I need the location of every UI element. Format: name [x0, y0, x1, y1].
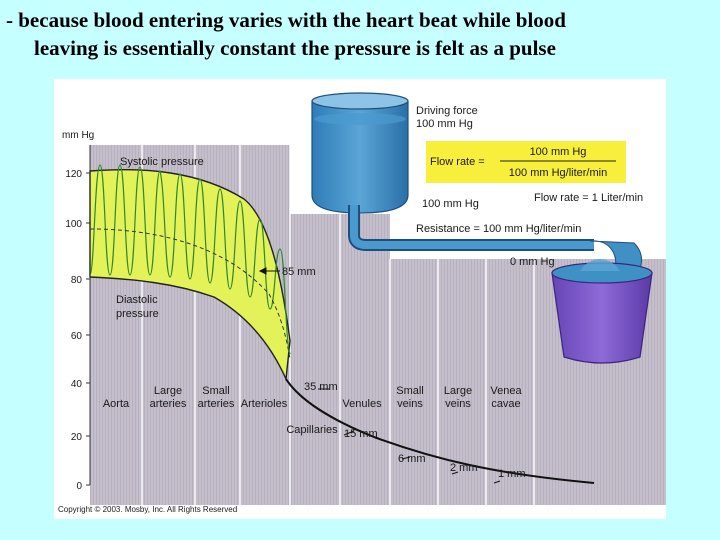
y-tick-labels: 120 100 80 60 40 20 0: [65, 169, 82, 492]
water-tank: [311, 92, 409, 214]
y-tick-label: 60: [71, 331, 83, 342]
pressure-curve: [285, 378, 595, 484]
formula-box: [426, 141, 626, 183]
label-small-arteries-2: arteries: [198, 398, 235, 410]
title-line-1: - because blood entering varies with the…: [6, 8, 566, 32]
y-tick-label: 80: [71, 275, 83, 286]
label-large-veins-1: Large: [444, 385, 472, 397]
vessel-labels: Aorta Large arteries Small arteries Arte…: [103, 385, 523, 436]
label-venae-cavae-1: Venea: [490, 385, 522, 397]
pressure-100-label: 100 mm Hg: [422, 198, 479, 210]
title-line-2: leaving is essentially constant the pres…: [34, 36, 556, 60]
outflow-pipe: [348, 205, 594, 251]
label-venae-cavae-2: cavae: [491, 398, 520, 410]
pressure-0-label: 0 mm Hg: [510, 256, 555, 268]
y-tick-label: 120: [65, 169, 82, 180]
y-ticks: [86, 172, 90, 486]
pulse-pressure-band: [89, 169, 291, 382]
value-2mm: 2 mm: [450, 462, 478, 474]
label-small-veins-1: Small: [396, 385, 424, 397]
y-unit-label: mm Hg: [62, 130, 94, 141]
systolic-pressure-label: Systolic pressure: [120, 156, 204, 168]
value-pointers: [258, 267, 501, 484]
label-large-arteries-1: Large: [154, 385, 182, 397]
blood-pressure-figure: mm Hg 120 100 80 60 40 20 0 Systoli: [54, 79, 666, 519]
figure-svg: mm Hg 120 100 80 60 40 20 0 Systoli: [58, 79, 666, 514]
y-tick-label: 20: [71, 432, 83, 443]
resistance-label: Resistance = 100 mm Hg/liter/min: [416, 223, 581, 235]
mean-pressure-line: [89, 228, 291, 360]
bucket: [551, 259, 653, 364]
value-15mm: 15 mm: [344, 428, 378, 440]
label-large-veins-2: veins: [445, 398, 471, 410]
y-tick-label: 40: [71, 379, 83, 390]
label-arterioles: Arterioles: [241, 398, 288, 410]
y-tick-label: 100: [65, 219, 82, 230]
pressure-wave: [89, 164, 291, 355]
label-small-veins-2: veins: [397, 398, 423, 410]
label-aorta: Aorta: [103, 398, 130, 410]
driving-force-value: 100 mm Hg: [416, 118, 473, 130]
label-capillaries: Capillaries: [286, 424, 338, 436]
value-35mm: 35 mm: [304, 381, 338, 393]
label-small-arteries-1: Small: [202, 385, 230, 397]
flow-rate-result: Flow rate = 1 Liter/min: [534, 192, 643, 204]
value-6mm: 6 mm: [398, 453, 426, 465]
formula-numerator: 100 mm Hg: [530, 146, 587, 158]
label-large-arteries-2: arteries: [150, 398, 187, 410]
copyright: Copyright © 2003. Mosby, Inc. All Rights…: [58, 505, 237, 514]
diastolic-pressure-label-2: pressure: [116, 308, 159, 320]
label-venules: Venules: [342, 398, 382, 410]
value-85mm: 85 mm: [282, 266, 316, 278]
y-tick-label: 0: [76, 481, 82, 492]
flow-rate-label: Flow rate =: [430, 156, 485, 168]
formula-denominator: 100 mm Hg/liter/min: [509, 167, 607, 179]
diastolic-pressure-label-1: Diastolic: [116, 294, 158, 306]
driving-force-label: Driving force: [416, 105, 478, 117]
value-1mm: 1 mm: [498, 468, 526, 480]
